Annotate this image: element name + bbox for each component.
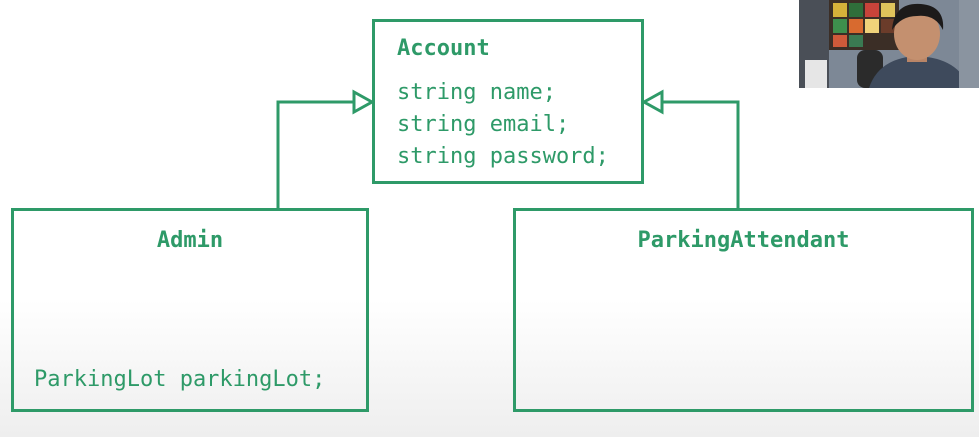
presenter-video-frame xyxy=(799,0,979,88)
parking-attendant-class-box: ParkingAttendant xyxy=(513,208,974,412)
account-class-title: Account xyxy=(397,36,490,61)
account-class-box: Account string name; string email; strin… xyxy=(372,19,644,184)
account-attribute-email: string email; xyxy=(397,112,570,137)
attendant-to-account-line xyxy=(662,100,740,208)
account-attribute-name: string name; xyxy=(397,80,556,105)
admin-class-box: Admin ParkingLot parkingLot; xyxy=(11,208,369,412)
account-attribute-list: string name; string email; string passwo… xyxy=(397,77,609,173)
attendant-to-account-arrowhead xyxy=(640,89,664,115)
admin-class-title: Admin xyxy=(156,228,224,253)
webcam-overlay xyxy=(799,0,979,88)
admin-attribute-parking-lot: ParkingLot parkingLot; xyxy=(34,367,326,392)
account-attribute-password: string password; xyxy=(397,144,609,169)
admin-to-account-arrowhead xyxy=(352,89,376,115)
parking-attendant-class-title: ParkingAttendant xyxy=(637,228,850,253)
admin-to-account-line xyxy=(276,100,356,208)
